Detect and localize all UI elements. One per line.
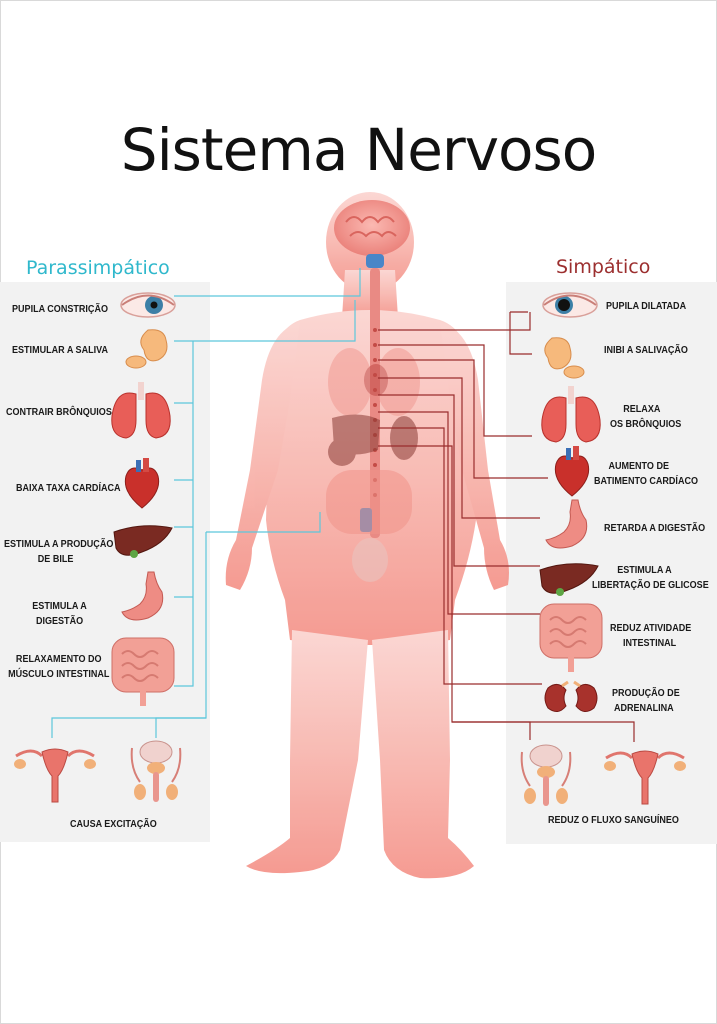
parasympathetic-connectors: [51, 268, 361, 738]
sympathetic-heading: Simpático: [556, 256, 651, 278]
para-label-saliva: ESTIMULAR A SALIVA: [12, 344, 108, 356]
stomach-icon: [545, 499, 588, 549]
reproductive-organs-icon: [14, 748, 96, 803]
symp-label-digestion: RETARDA A DIGESTÃO: [604, 522, 706, 534]
human-silhouette: [225, 192, 509, 879]
symp-label-saliva: INIBI A SALIVAÇÃO: [604, 344, 688, 356]
lungs-icon: [111, 382, 171, 439]
heart-icon: [124, 458, 160, 509]
lungs-icon: [541, 386, 601, 443]
heart-icon: [554, 446, 590, 497]
kidneys-icon: [544, 680, 598, 712]
reproductive-organs-icon: [604, 750, 686, 805]
parasympathetic-panel: [0, 282, 210, 842]
sympathetic-connectors: [378, 311, 635, 742]
salivary-gland-icon: [125, 329, 168, 369]
brain-icon: [334, 200, 410, 256]
stomach-icon: [121, 571, 164, 621]
reproductive-organs-icon: [520, 744, 572, 806]
para-label-heart: BAIXA TAXA CARDÍACA: [16, 482, 121, 494]
para-label-pupil: PUPILA CONSTRIÇÃO: [12, 303, 108, 315]
liver-icon: [113, 525, 173, 558]
liver-icon: [539, 563, 599, 596]
eye-icon: [120, 292, 176, 318]
salivary-gland-icon: [544, 337, 585, 379]
reproductive-organs-icon: [130, 740, 182, 802]
parasympathetic-heading: Parassimpático: [26, 257, 170, 279]
page-title: Sistema Nervoso: [120, 116, 597, 184]
para-label-reproductive: CAUSA EXCITAÇÃO: [70, 818, 157, 830]
intestine-icon: [539, 603, 603, 672]
eye-icon: [542, 292, 598, 318]
intestine-icon: [111, 637, 175, 706]
internal-organs: [326, 348, 420, 582]
symp-label-pupil: PUPILA DILATADA: [606, 300, 687, 312]
para-label-bronchi: CONTRAIR BRÔNQUIOS: [6, 406, 112, 418]
symp-label-blood-flow: REDUZ O FLUXO SANGUÍNEO: [548, 814, 679, 826]
